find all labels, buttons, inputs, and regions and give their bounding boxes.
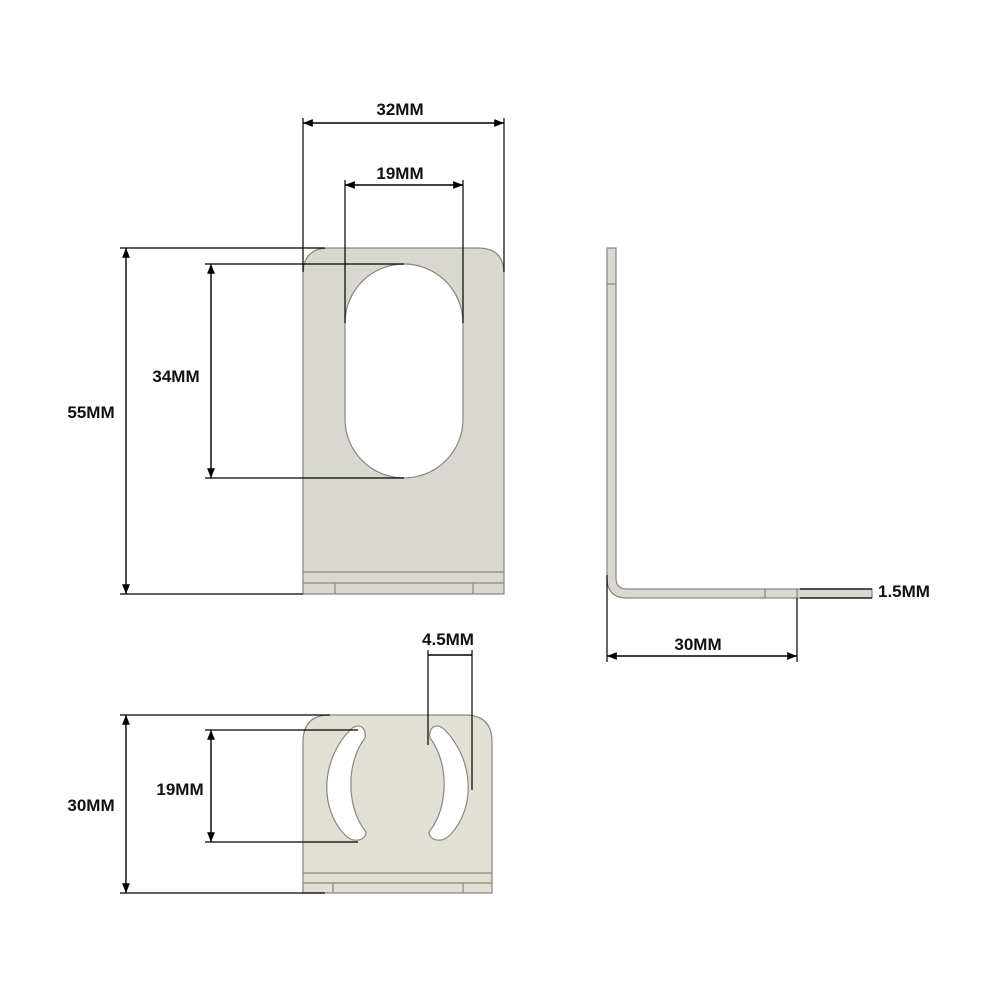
bottom-plate (302, 714, 493, 894)
front-slot-height-label: 34MM (152, 367, 199, 386)
bottom-view: 4.5MM 30MM 19MM (67, 630, 493, 894)
front-view: 32MM 19MM 55MM 34MM (67, 100, 505, 595)
side-thickness-label: 1.5MM (878, 582, 930, 601)
bottom-slot-span-label: 19MM (156, 780, 203, 799)
front-height-label: 55MM (67, 403, 114, 422)
front-slot-width-label: 19MM (376, 164, 423, 183)
front-plate (302, 247, 505, 595)
front-width-label: 32MM (376, 100, 423, 119)
side-leg-label: 30MM (674, 635, 721, 654)
bottom-slot-width-label: 4.5MM (422, 630, 474, 649)
side-view: 1.5MM 30MM (606, 247, 930, 662)
side-profile (606, 247, 873, 599)
bottom-height-label: 30MM (67, 796, 114, 815)
